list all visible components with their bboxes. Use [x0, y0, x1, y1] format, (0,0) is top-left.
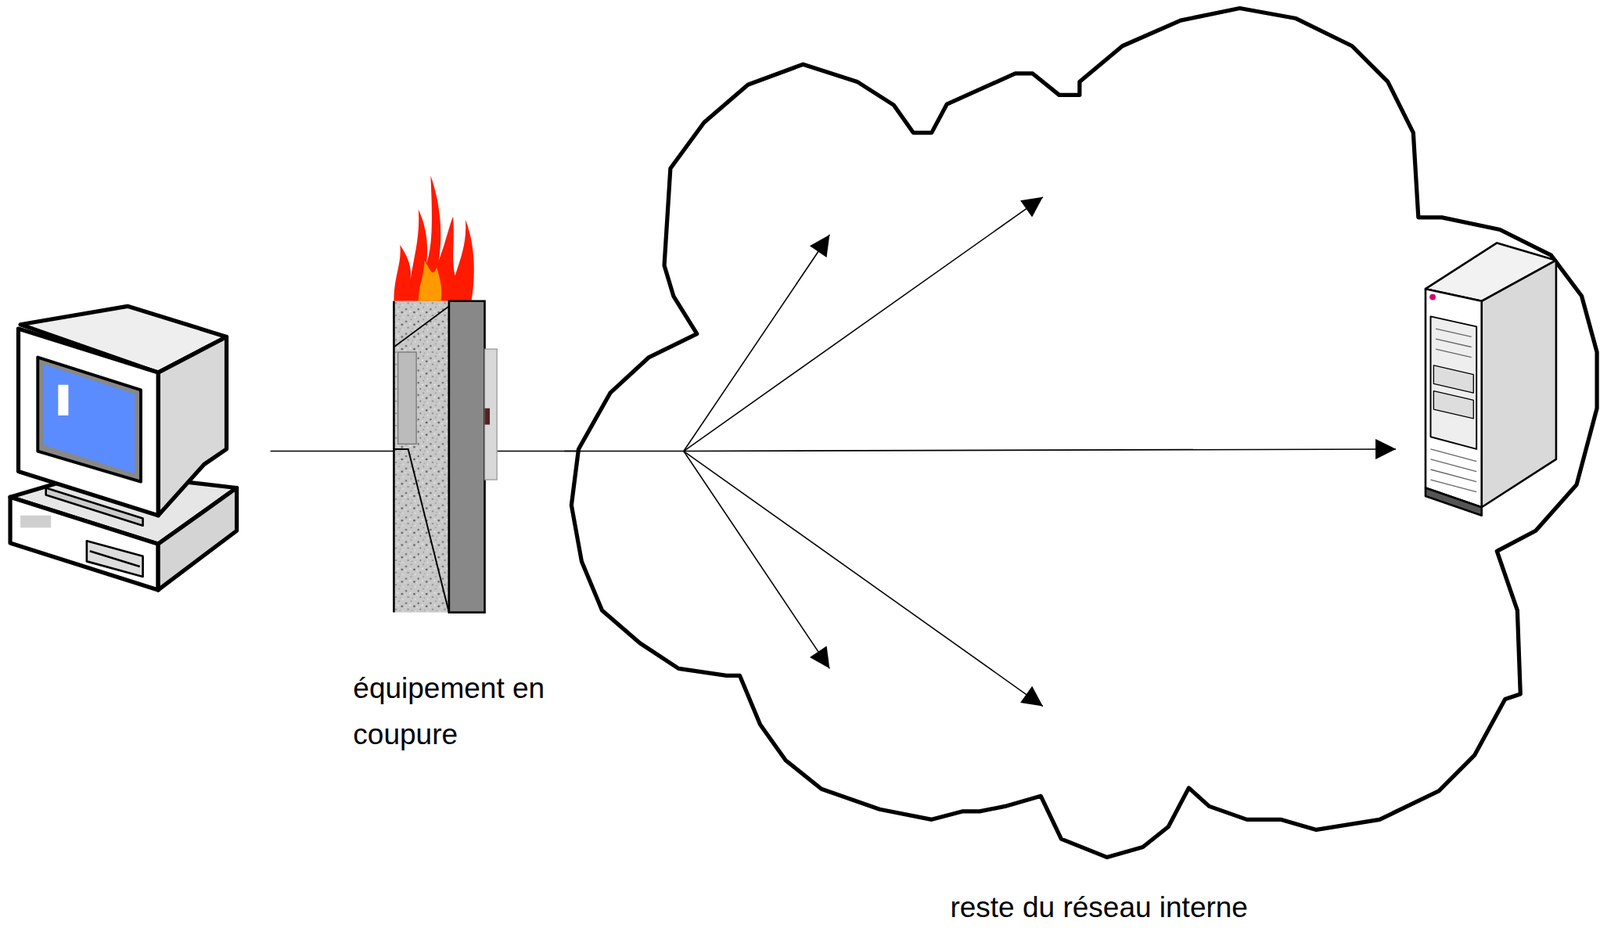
- network-cloud-node: reste du réseau interne: [571, 7, 1600, 931]
- computer-icon: [10, 305, 238, 590]
- node-label: équipement en coupure: [352, 665, 557, 758]
- firewall-node: équipement en coupure: [349, 173, 565, 758]
- firewall-icon: [393, 175, 497, 612]
- node-label: reste du réseau interne: [597, 884, 1600, 931]
- server-icon: [1425, 242, 1557, 515]
- network-cloud: [571, 7, 1597, 857]
- connector: [564, 450, 581, 453]
